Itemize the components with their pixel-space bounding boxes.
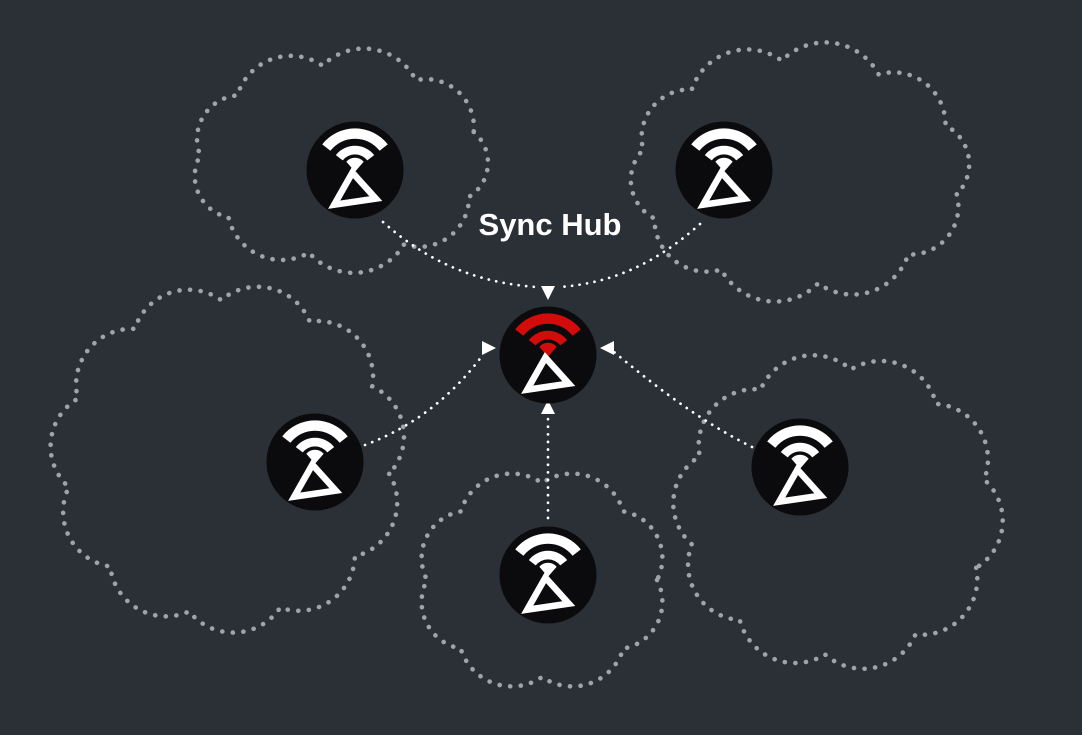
clouds xyxy=(48,40,1005,689)
edge-right-to-hub xyxy=(612,350,754,449)
sync-hub-icon xyxy=(499,306,596,403)
arrowhead-bottom-icon xyxy=(541,400,555,414)
device-top-right-icon xyxy=(675,121,772,218)
cloud-right xyxy=(671,352,1005,672)
hub-label: Sync Hub xyxy=(479,207,622,242)
connections xyxy=(363,220,754,520)
edge-left-to-hub xyxy=(363,354,484,447)
device-top-left-icon xyxy=(306,121,403,218)
cloud-top-right xyxy=(628,40,972,304)
device-right-icon xyxy=(751,418,848,515)
arrowhead-top-icon xyxy=(541,286,555,300)
device-left-icon xyxy=(266,413,363,510)
arrowhead-right-icon xyxy=(600,341,614,355)
device-bottom-icon xyxy=(499,526,596,623)
arrowhead-left-icon xyxy=(482,341,496,355)
edge-top-left-to-hub xyxy=(381,220,538,289)
